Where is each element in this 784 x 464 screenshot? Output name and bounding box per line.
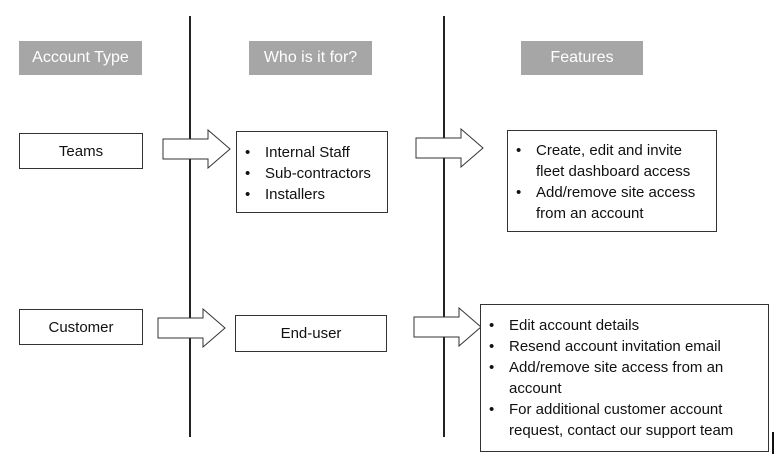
who-teams-box: Internal Staff Sub-contractors Installer… (236, 131, 388, 213)
header-features: Features (521, 41, 643, 75)
feature-item: Resend account invitation email (481, 336, 760, 357)
who-teams-item: Installers (237, 184, 387, 205)
who-customer-box: End-user (235, 315, 387, 352)
who-customer-label: End-user (280, 325, 342, 342)
who-teams-item: Internal Staff (237, 142, 387, 163)
account-customer-box: Customer (19, 309, 143, 345)
header-who-is-it-for: Who is it for? (249, 41, 372, 75)
arrow-right-icon (415, 128, 484, 168)
text-cursor (772, 432, 774, 454)
divider-line-1 (189, 16, 191, 437)
feature-item: Create, edit and invite fleet dashboard … (508, 140, 708, 182)
account-customer-label: Customer (48, 318, 114, 336)
account-teams-label: Teams (58, 142, 104, 160)
who-teams-item: Sub-contractors (237, 163, 387, 184)
header-account-type: Account Type (19, 41, 142, 75)
arrow-right-icon (157, 308, 226, 348)
features-customer-box: Edit account details Resend account invi… (480, 304, 769, 452)
feature-item: Add/remove site access from an account (508, 182, 708, 224)
arrow-right-icon (413, 307, 482, 347)
arrow-right-icon (162, 129, 231, 169)
divider-line-2 (443, 16, 445, 437)
feature-item: Edit account details (481, 315, 760, 336)
account-teams-box: Teams (19, 133, 143, 169)
feature-item: Add/remove site access from an account (481, 357, 760, 399)
feature-item: For additional customer account request,… (481, 399, 760, 441)
features-teams-box: Create, edit and invite fleet dashboard … (507, 130, 717, 232)
